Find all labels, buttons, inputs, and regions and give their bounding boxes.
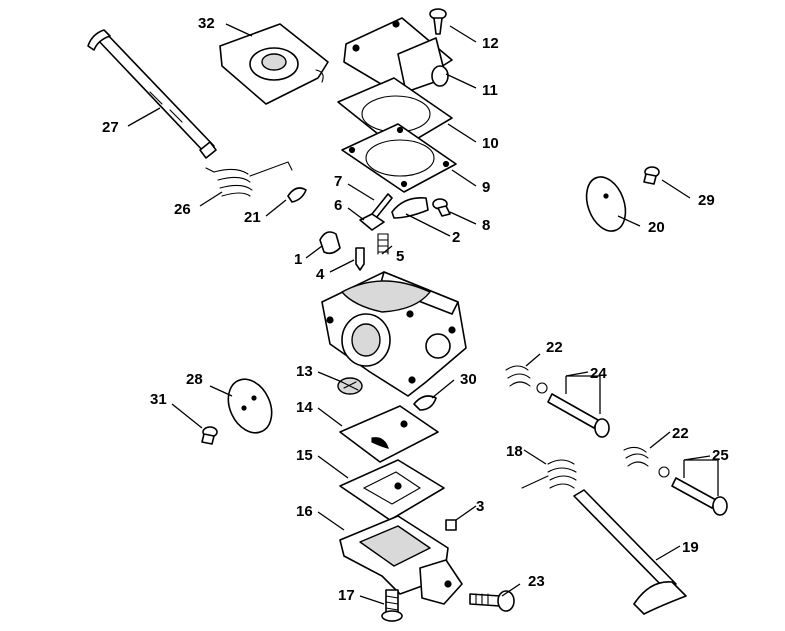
callout-13: 13	[296, 363, 313, 380]
callout-14: 14	[296, 399, 313, 416]
part-pump-cover	[339, 515, 463, 605]
callout-21: 21	[244, 209, 261, 226]
part-needle-lever	[391, 196, 451, 219]
callout-8: 8	[482, 217, 490, 234]
part-idle-screw	[469, 590, 515, 612]
callout-22-upper: 22	[546, 339, 563, 356]
callout-11: 11	[482, 82, 498, 99]
part-carburetor-body	[321, 271, 467, 397]
part-screw-29	[643, 166, 660, 185]
part-carburetor-cover	[343, 17, 453, 95]
callout-12: 12	[482, 35, 499, 52]
part-clip-30	[413, 395, 437, 411]
callout-25: 25	[712, 447, 729, 464]
part-low-speed-screw	[658, 466, 728, 516]
callout-17: 17	[338, 587, 355, 604]
part-high-speed-screw	[536, 382, 610, 438]
part-needle-valve	[355, 247, 365, 271]
part-pump-gasket	[339, 459, 445, 521]
part-adjust-spring-lower	[623, 446, 649, 467]
callout-20: 20	[648, 219, 665, 236]
part-choke-shaft	[87, 29, 217, 159]
part-lever-spring	[377, 233, 389, 255]
part-pin	[371, 193, 393, 219]
callout-6: 6	[334, 197, 342, 214]
callout-3: 3	[476, 498, 484, 515]
part-torsion-spring	[205, 161, 293, 197]
callout-labels: 32 12 11 10 9 27 26 21 7 6 2 8 5 1 4 29 …	[102, 15, 729, 604]
part-retaining-clip	[287, 187, 307, 203]
callout-18: 18	[506, 443, 523, 460]
part-adjust-spring-upper	[505, 365, 531, 387]
callout-31: 31	[150, 391, 167, 408]
callout-16: 16	[296, 503, 313, 520]
callout-19: 19	[682, 539, 699, 556]
part-screw-17	[381, 589, 403, 622]
part-lever	[359, 213, 385, 231]
callout-24: 24	[590, 365, 607, 382]
part-choke-plate	[585, 176, 627, 232]
part-gasket-9	[341, 123, 457, 193]
part-throttle-plate	[227, 378, 273, 434]
part-throttle-shaft	[573, 489, 687, 615]
callout-27: 27	[102, 119, 119, 136]
callout-4: 4	[316, 266, 325, 283]
callout-22-lower: 22	[672, 425, 689, 442]
callout-29: 29	[698, 192, 715, 209]
callout-1: 1	[294, 251, 302, 268]
part-throttle-spring	[521, 459, 577, 489]
callout-7: 7	[334, 173, 342, 190]
callout-10: 10	[482, 135, 499, 152]
part-fuel-strainer	[337, 377, 363, 395]
callout-23: 23	[528, 573, 545, 590]
callout-30: 30	[460, 371, 477, 388]
leader-lines	[127, 23, 719, 605]
part-screw-12	[429, 8, 447, 35]
callout-9: 9	[482, 179, 490, 196]
part-screw-31	[201, 426, 218, 445]
callout-5: 5	[396, 248, 404, 265]
part-pump-diaphragm	[339, 405, 439, 463]
part-inlet-needle	[319, 231, 341, 255]
part-plug	[445, 519, 457, 531]
callout-26: 26	[174, 201, 191, 218]
callout-32: 32	[198, 15, 215, 32]
callout-15: 15	[296, 447, 313, 464]
callout-2: 2	[452, 229, 460, 246]
part-diaphragm-cover	[219, 23, 329, 105]
callout-28: 28	[186, 371, 203, 388]
